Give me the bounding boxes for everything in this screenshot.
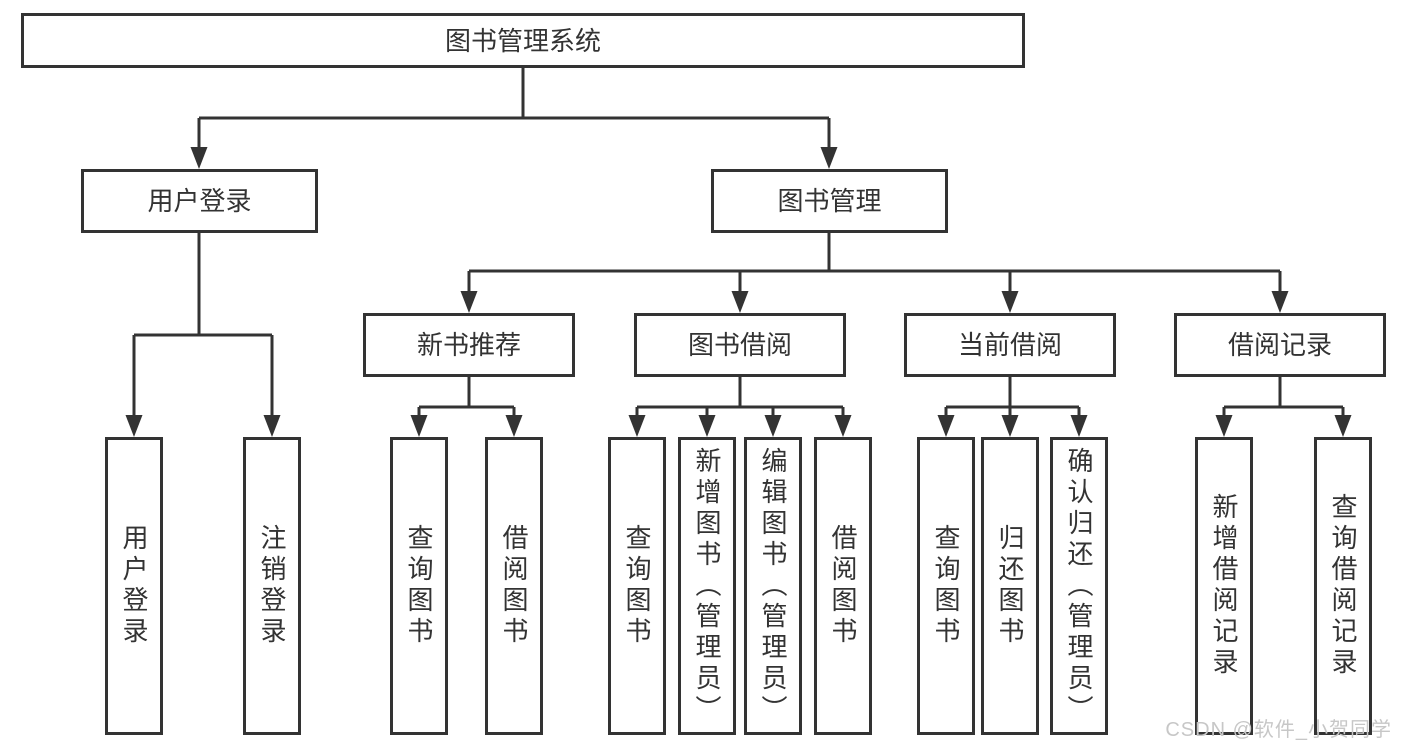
node-book-management: 图书管理	[711, 169, 948, 233]
arrowheads	[125, 147, 1352, 437]
node-leaf-query-books-current: 查询图书	[917, 437, 975, 735]
node-leaf-add-books-admin: 新增图书（管理员）	[678, 437, 736, 735]
node-leaf-logout: 注销登录	[243, 437, 301, 735]
node-borrowing-records: 借阅记录	[1174, 313, 1386, 377]
node-leaf-query-borrow-record: 查询借阅记录	[1314, 437, 1372, 735]
node-current-borrowing: 当前借阅	[904, 313, 1116, 377]
node-leaf-return-books: 归还图书	[981, 437, 1039, 735]
node-leaf-borrow-books-recommend: 借阅图书	[485, 437, 543, 735]
node-new-book-recommendation: 新书推荐	[363, 313, 575, 377]
node-leaf-add-borrow-record: 新增借阅记录	[1195, 437, 1253, 735]
node-book-borrowing: 图书借阅	[634, 313, 846, 377]
node-leaf-edit-books-admin: 编辑图书（管理员）	[744, 437, 802, 735]
node-leaf-query-books-borrowing: 查询图书	[608, 437, 666, 735]
node-user-login: 用户登录	[81, 169, 318, 233]
csdn-watermark: CSDN @软件_小贺同学	[1165, 719, 1392, 741]
node-leaf-borrow-books: 借阅图书	[814, 437, 872, 735]
node-leaf-confirm-return-admin: 确认归还（管理员）	[1050, 437, 1108, 735]
node-root: 图书管理系统	[21, 13, 1025, 68]
node-leaf-query-books-recommend: 查询图书	[390, 437, 448, 735]
node-leaf-user-login: 用户登录	[105, 437, 163, 735]
